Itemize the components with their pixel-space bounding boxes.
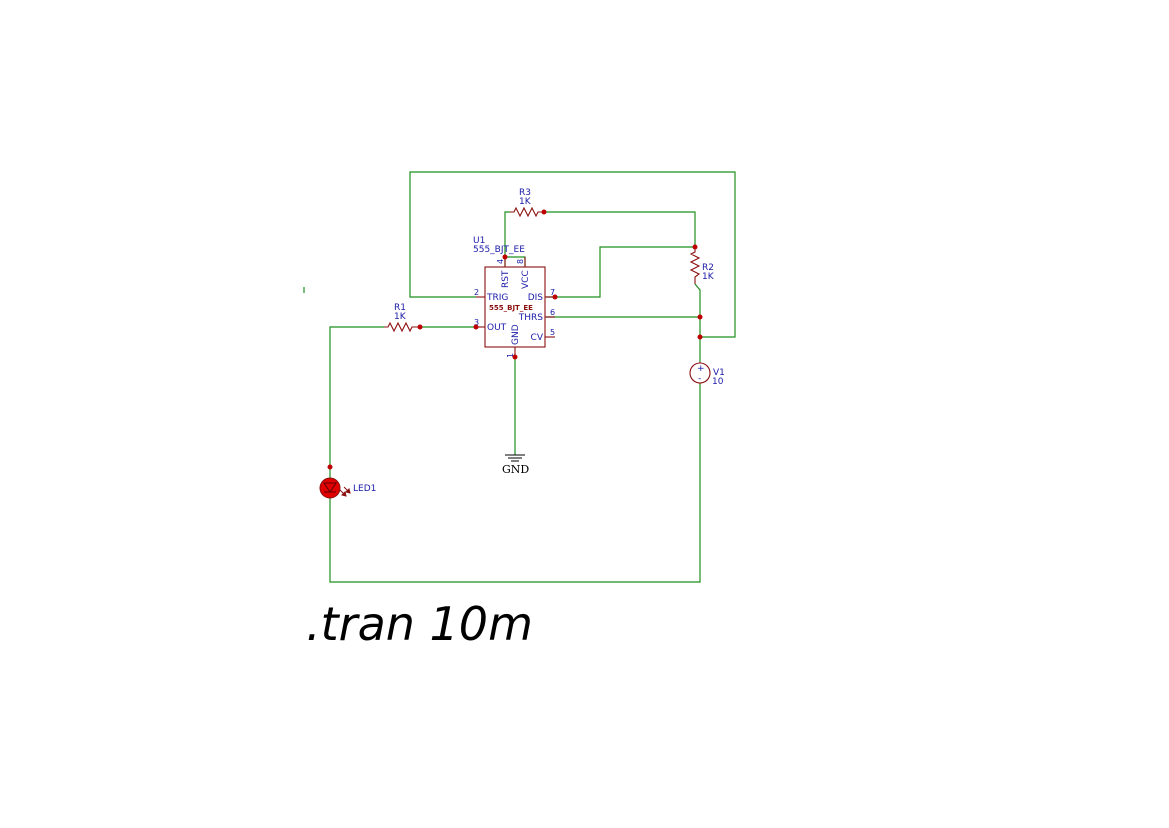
- wire-r2-bottom: [694, 283, 701, 362]
- r1-resistor[interactable]: R1 1K: [384, 303, 420, 333]
- r1-value: 1K: [394, 312, 407, 322]
- r1-ref: R1: [394, 303, 406, 313]
- v1-voltage-source[interactable]: + - V1 10: [689, 362, 725, 387]
- u1-pin-vcc: VCC: [521, 270, 531, 289]
- wire-dis: [546, 246, 695, 298]
- u1-555-timer[interactable]: U1 555_BJT_EE 555_BJT_EE TRIG OUT DIS TH…: [473, 236, 555, 358]
- u1-inner-label: 555_BJT_EE: [489, 304, 533, 312]
- v1-plus-sign: +: [697, 364, 705, 374]
- v1-ref: V1: [713, 368, 725, 378]
- u1-pin-cv: CV: [531, 333, 544, 343]
- u1-pin-thrs: THRS: [518, 313, 544, 323]
- led1-ref: LED1: [353, 484, 376, 494]
- r2-ref: R2: [702, 263, 714, 273]
- spice-directive[interactable]: .tran 10m: [306, 597, 533, 651]
- ground-symbol[interactable]: GND: [502, 454, 529, 476]
- wire-trig-loop: [409, 171, 736, 338]
- r3-value: 1K: [519, 197, 532, 207]
- junction-dot: [697, 314, 703, 320]
- junction-dot: [327, 464, 333, 470]
- wire-r1-led: [329, 326, 384, 478]
- v1-value: 10: [712, 377, 724, 387]
- u1-pin-out: OUT: [487, 323, 507, 333]
- r2-resistor[interactable]: R2 1K: [689, 247, 715, 284]
- r3-resistor[interactable]: R3 1K: [510, 188, 544, 218]
- u1-pinnum-vcc: 8: [516, 259, 525, 264]
- u1-pin-trig: TRIG: [486, 293, 508, 303]
- junction-dots: [327, 209, 703, 470]
- r2-value: 1K: [702, 272, 715, 282]
- junction-dot: [512, 354, 518, 360]
- u1-pin-rst: RST: [501, 270, 511, 288]
- led1-body: [319, 477, 341, 499]
- junction-dot: [502, 254, 508, 260]
- u1-pinnum-trig: 2: [474, 288, 479, 297]
- wire-r3-right: [544, 211, 696, 247]
- u1-pinnum-thrs: 6: [550, 308, 555, 317]
- junction-dot: [417, 324, 423, 330]
- u1-value: 555_BJT_EE: [473, 245, 525, 255]
- v1-minus-sign: -: [698, 374, 701, 384]
- led1-emission-arrows-icon: [339, 486, 351, 497]
- r3-ref: R3: [519, 188, 531, 198]
- junction-dot: [473, 324, 479, 330]
- u1-pin-dis: DIS: [528, 293, 544, 303]
- u1-pinnum-rst: 4: [496, 259, 505, 264]
- u1-ref: U1: [473, 236, 485, 246]
- ground-label: GND: [502, 463, 529, 476]
- u1-pinnum-dis: 7: [550, 288, 555, 297]
- wires: [303, 171, 736, 583]
- led1[interactable]: LED1: [319, 477, 376, 499]
- wire-bottom-loop: [329, 384, 701, 583]
- u1-pinnum-gnd: 1: [506, 353, 515, 358]
- junction-dot: [692, 244, 698, 250]
- junction-dot: [541, 209, 547, 215]
- junction-dot: [697, 334, 703, 340]
- u1-pinnum-out: 3: [474, 318, 479, 327]
- u1-pinnum-cv: 5: [550, 328, 555, 337]
- u1-pin-gnd: GND: [511, 324, 521, 345]
- junction-dot: [552, 294, 558, 300]
- wire-r3-left: [504, 211, 510, 257]
